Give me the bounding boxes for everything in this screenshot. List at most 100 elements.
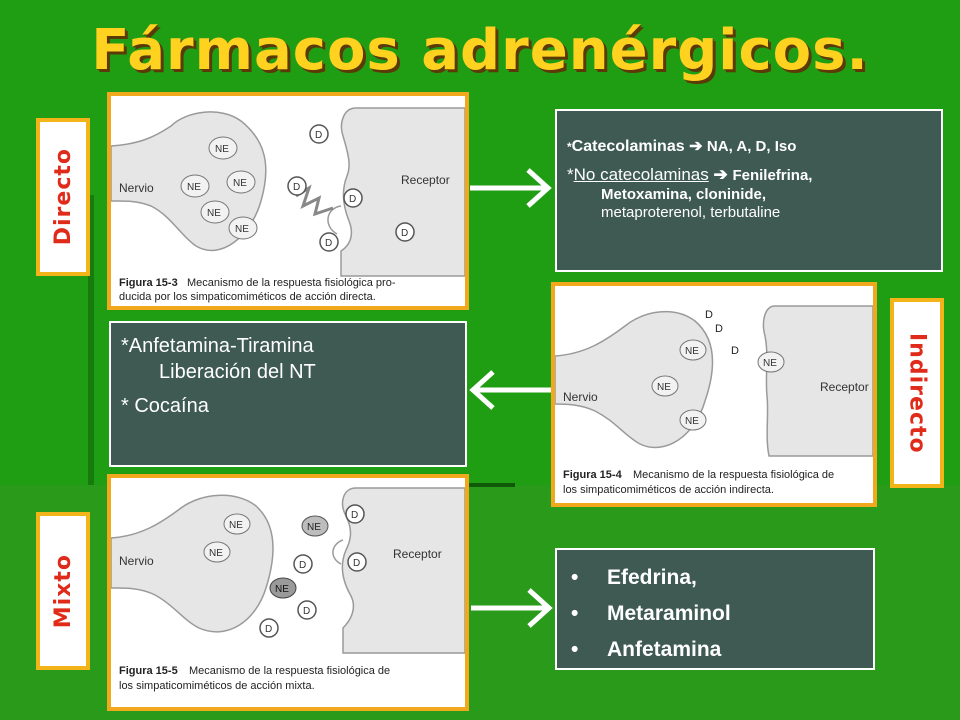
d-molecule: D [343,188,363,208]
ne-vesicle: NE [208,136,238,160]
svg-text:NE: NE [763,358,777,369]
svg-text:NE: NE [275,584,289,595]
no-catecolaminas-items: Fenilefrina, [732,167,813,184]
fig2-caption-number: Figura 15-4 [563,469,623,481]
svg-text:D: D [299,560,306,571]
mixed-item: •Efedrina, [571,560,863,596]
figure-direct: Nervio Receptor NE NE NE NE NE D D [107,92,469,310]
fig1-receptor-label: Receptor [401,173,450,187]
box-direct-drugs: *Catecolaminas ➔ NA, A, D, Iso *No catec… [555,109,943,272]
fig2-caption-line1: Mecanismo de la respuesta fisiológica de [633,469,834,481]
background-divider-h [465,483,515,487]
svg-text:NE: NE [233,178,247,189]
fig2-nervio-label: Nervio [563,390,598,404]
ne-vesicle: NE [226,170,256,194]
svg-text:NE: NE [657,382,671,393]
label-directo: Directo [36,118,90,276]
d-molecule: D [309,124,329,144]
ne-vesicle: NE [269,577,297,599]
arrow-icon: ➔ [713,165,733,184]
d-molecule: D [319,232,339,252]
bullet: • [571,638,579,661]
direct-line-1: *Catecolaminas ➔ NA, A, D, Iso [567,138,797,155]
label-indirecto: Indirecto [890,298,944,488]
svg-text:NE: NE [307,522,321,533]
d-molecule: D [715,323,723,335]
indirect-line-1: *Anfetamina-Tiramina [121,335,314,357]
label-mixto-text: Mixto [50,553,76,629]
svg-text:D: D [353,558,360,569]
catecolaminas-term: Catecolaminas [571,138,685,155]
receptor-cell [340,107,465,277]
ne-vesicle: NE [200,200,230,224]
svg-text:NE: NE [209,548,223,559]
direct-line-2: *No catecolaminas ➔ Fenilefrina, [567,165,813,184]
d-molecule: D [259,618,279,638]
d-molecule: D [293,554,313,574]
d-molecule: D [287,176,307,196]
d-molecule: D [297,600,317,620]
svg-text:NE: NE [685,346,699,357]
fig2-receptor-label: Receptor [820,380,869,394]
mixed-item: •Anfetamina [571,632,863,668]
fig3-receptor-label: Receptor [393,547,442,561]
receptor-cell [341,487,465,654]
svg-text:D: D [265,624,272,635]
fig3-caption-line1: Mecanismo de la respuesta fisiológica de [189,665,390,677]
label-directo-text: Directo [50,148,76,246]
mixed-item: •Metaraminol [571,596,863,632]
svg-text:NE: NE [685,416,699,427]
ne-vesicle: NE [203,541,231,563]
svg-text:NE: NE [215,144,229,155]
d-molecule: D [345,504,365,524]
fig3-caption-number: Figura 15-5 [119,665,178,677]
fig3-caption-line2: los simpaticomiméticos de acción mixta. [119,680,315,692]
arrow-icon: ➔ [689,138,707,155]
signal-arrow [295,184,334,217]
fig1-caption-line2: ducida por los simpaticomiméticos de acc… [119,291,376,303]
ne-vesicle: NE [679,409,707,431]
ne-vesicle: NE [180,174,210,198]
ne-vesicle: NE [757,351,785,373]
fig2-caption-line2: los simpaticomiméticos de acción indirec… [563,484,774,496]
svg-text:NE: NE [187,182,201,193]
svg-text:D: D [349,194,356,205]
arrow-right-icon [470,168,552,208]
no-catecolaminas-term: No catecolaminas [573,165,709,184]
svg-text:D: D [325,238,332,249]
nerve-terminal [555,310,714,449]
bullet: • [571,602,579,625]
figure-mixed: Nervio Receptor NE NE NE NE D D D [107,474,469,711]
receptor-pocket [332,539,344,565]
svg-text:D: D [715,323,723,335]
d-molecule: D [347,552,367,572]
svg-text:D: D [351,510,358,521]
catecolaminas-items: NA, A, D, Iso [706,138,797,155]
ne-vesicle: NE [223,513,251,535]
fig1-caption-line1: Mecanismo de la respuesta fisiológica pr… [187,277,396,289]
label-indirecto-text: Indirecto [904,332,930,454]
figure-indirect: Nervio Receptor NE NE NE NE D D D Figura… [551,282,877,507]
indirect-line-3: * Cocaína [121,395,209,417]
background-divider [88,195,94,485]
fig1-caption-number: Figura 15-3 [119,277,178,289]
d-molecule: D [731,345,739,357]
svg-text:D: D [315,130,322,141]
d-molecule: D [395,222,415,242]
slide-title: Fármacos adrenérgicos. [91,18,869,83]
box-indirect-drugs: *Anfetamina-Tiramina Liberación del NT *… [109,321,467,467]
ne-vesicle: NE [228,216,258,240]
svg-text:D: D [705,309,713,321]
arrow-left-icon [469,370,551,410]
direct-line-4: metaproterenol, terbutaline [601,204,781,221]
svg-text:NE: NE [207,208,221,219]
fig1-nervio-label: Nervio [119,181,154,195]
box-mixed-drugs: •Efedrina, •Metaraminol •Anfetamina [555,548,875,670]
direct-line-3: Metoxamina, cloninide, [601,186,767,203]
svg-text:D: D [731,345,739,357]
fig3-nervio-label: Nervio [119,554,154,568]
svg-text:NE: NE [235,224,249,235]
svg-text:D: D [293,182,300,193]
arrow-right-icon [471,588,553,628]
svg-text:D: D [303,606,310,617]
